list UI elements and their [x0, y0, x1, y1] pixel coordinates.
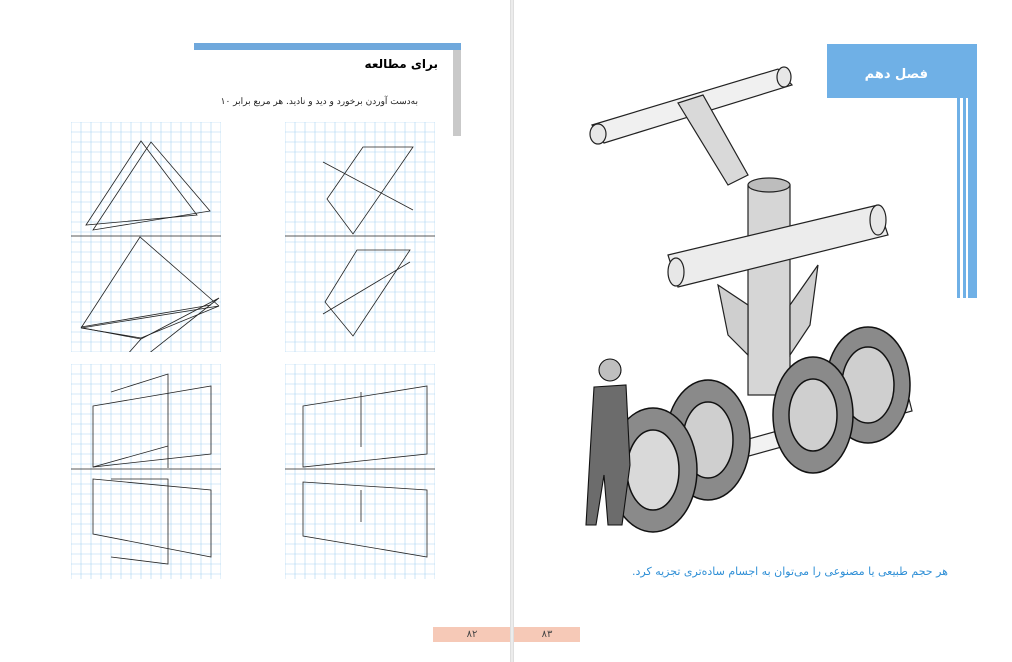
figure-1-drawing	[71, 122, 221, 352]
figure-3	[71, 364, 221, 594]
figure-4	[285, 364, 435, 594]
section-side-bar	[453, 50, 461, 136]
figure-1	[71, 122, 221, 352]
page-number-right: ۸۳	[514, 627, 580, 642]
instruction-text: به‌دست آوردن برخورد و دید و نادید. هر مر…	[220, 97, 418, 107]
chapter-vbar-2	[963, 98, 966, 298]
page-number-left: ۸۲	[433, 627, 511, 642]
figure-2-drawing	[285, 122, 435, 352]
figure-2	[285, 122, 435, 352]
section-title: برای مطالعه	[364, 57, 438, 71]
left-page: برای مطالعه به‌دست آوردن برخورد و دید و …	[71, 43, 511, 642]
chapter-vbar-3	[968, 98, 977, 298]
book-spine	[510, 0, 514, 662]
figure-4-drawing	[285, 364, 435, 579]
chapter-title: فصل دهم	[864, 67, 928, 82]
section-header-bar	[194, 43, 461, 50]
chapter-title-box	[827, 44, 977, 98]
illustration-caption: هر حجم طبیعی یا مصنوعی را می‌توان به اجس…	[632, 565, 948, 578]
figure-3-drawing	[71, 364, 221, 579]
landing-gear-illustration	[585, 66, 913, 533]
chapter-vbar-1	[957, 98, 960, 298]
